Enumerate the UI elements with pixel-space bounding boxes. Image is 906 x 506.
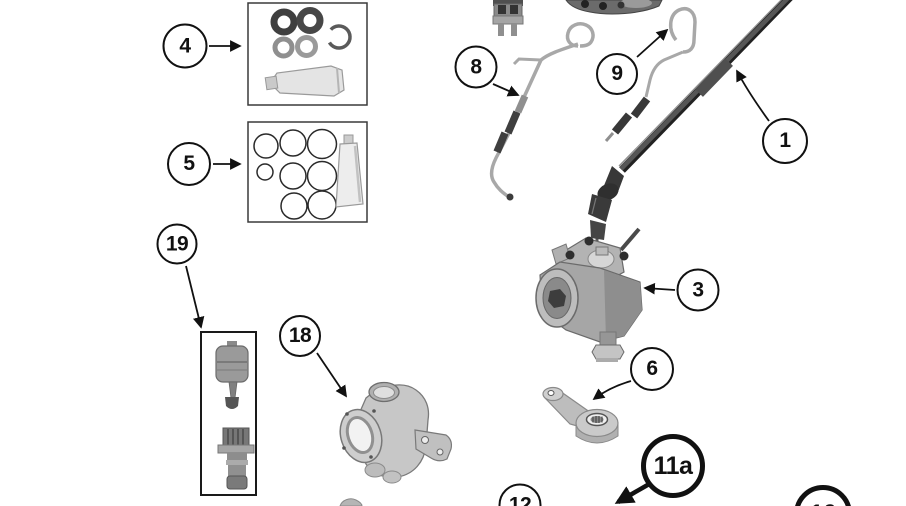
u-joint-icon [588, 166, 624, 240]
pump-bracket-icon [492, 0, 524, 36]
seal-ring-gray-icon [272, 36, 295, 59]
arrow-19 [185, 265, 205, 329]
upper-ball-joint-icon [215, 341, 249, 409]
arrow-1 [736, 69, 770, 122]
seal-ring-gray-icon [295, 35, 318, 58]
ball-joint-kit-box [200, 331, 257, 496]
o-ring-icon [280, 192, 308, 220]
callout-8: 8 [454, 45, 498, 89]
tie-rod-end-partial-icon [339, 498, 363, 506]
callout-6: 6 [630, 347, 674, 391]
o-ring-icon [279, 129, 307, 157]
seal-kit-box-4 [247, 2, 368, 106]
steering-knuckle-icon [339, 381, 453, 484]
callout-1: 1 [762, 118, 808, 164]
callout-18: 18 [279, 315, 321, 357]
o-ring-icon [279, 162, 307, 190]
callout-4: 4 [162, 23, 208, 69]
o-ring-icon [256, 163, 274, 181]
callout-3: 3 [676, 268, 720, 312]
pitman-arm-icon [542, 386, 619, 444]
arrow-11a [614, 481, 653, 504]
return-line-icon [604, 7, 697, 142]
snap-ring-icon [326, 24, 352, 50]
arrow-9 [636, 28, 669, 58]
seal-ring-dark-icon [296, 7, 324, 34]
steering-gear-box-icon [535, 227, 643, 362]
grease-tube-icon [335, 134, 364, 208]
leader-arrows [185, 28, 770, 504]
power-steering-pump-icon [565, 0, 663, 15]
lower-ball-joint-icon [217, 427, 255, 490]
seal-ring-dark-icon [270, 8, 298, 36]
o-ring-icon [253, 133, 279, 159]
callout-19: 19 [156, 223, 198, 265]
seal-kit-box-5 [247, 121, 368, 223]
arrow-18 [316, 352, 347, 398]
o-ring-icon [306, 128, 338, 160]
grease-tube-icon [264, 65, 345, 97]
callout-9: 9 [596, 53, 638, 95]
arrow-6 [592, 380, 632, 401]
pressure-hose-icon [489, 22, 595, 201]
callout-5: 5 [167, 142, 211, 186]
callout-11a: 11a [641, 434, 705, 498]
arrow-3 [643, 282, 676, 295]
steering-shaft-icon [588, 0, 793, 240]
arrow-8 [492, 83, 520, 97]
